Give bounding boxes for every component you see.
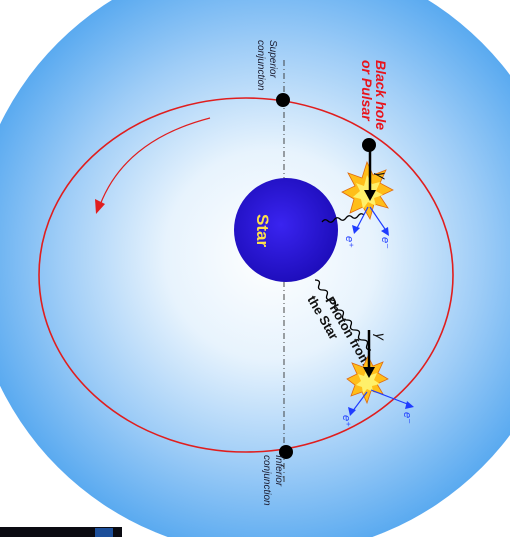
positron-arrow-lower	[351, 391, 368, 413]
photon-wiggle-upper	[321, 213, 365, 223]
direction-arrowhead-icon	[95, 199, 105, 214]
star-body	[234, 178, 338, 282]
electron-arrowhead-upper-icon	[381, 227, 389, 236]
black-hole-point	[362, 138, 376, 152]
electron-label-upper: e⁻	[379, 237, 391, 249]
electron-arrowhead-lower-icon	[405, 401, 414, 409]
positron-arrowhead-lower-icon	[348, 407, 356, 416]
orbit-ellipse	[38, 97, 454, 453]
positron-label-lower: e⁺	[340, 415, 352, 427]
black-hole-label: Black hole or Pulsar	[359, 60, 389, 134]
gamma-label-upper: γ	[374, 172, 390, 180]
dark-image-strip-highlight	[95, 528, 113, 537]
gamma-arrowhead-upper-icon	[364, 190, 376, 201]
positron-label-upper: e⁺	[343, 236, 355, 248]
dark-image-strip	[0, 527, 122, 537]
positron-arrow-upper	[355, 206, 369, 231]
electron-label-lower: e⁻	[401, 412, 413, 424]
superior-conjunction-label: Superior conjunction	[255, 40, 278, 91]
inferior-conjunction-label: Inferior conjunction	[261, 455, 284, 506]
gamma-label-lower: γ	[373, 333, 389, 341]
positron-arrowhead-upper-icon	[352, 225, 360, 234]
gamma-arrowhead-lower-icon	[363, 367, 375, 378]
superior-conjunction-point	[276, 93, 290, 107]
electron-arrow-upper	[369, 206, 388, 233]
orbit-direction-arc	[99, 117, 211, 206]
inferior-conjunction-point	[279, 445, 293, 459]
star-label: Star	[253, 214, 272, 247]
electron-arrow-lower	[370, 389, 411, 406]
pair-production-flare-lower-core	[356, 368, 380, 394]
photon-wiggle-lower	[314, 279, 372, 351]
